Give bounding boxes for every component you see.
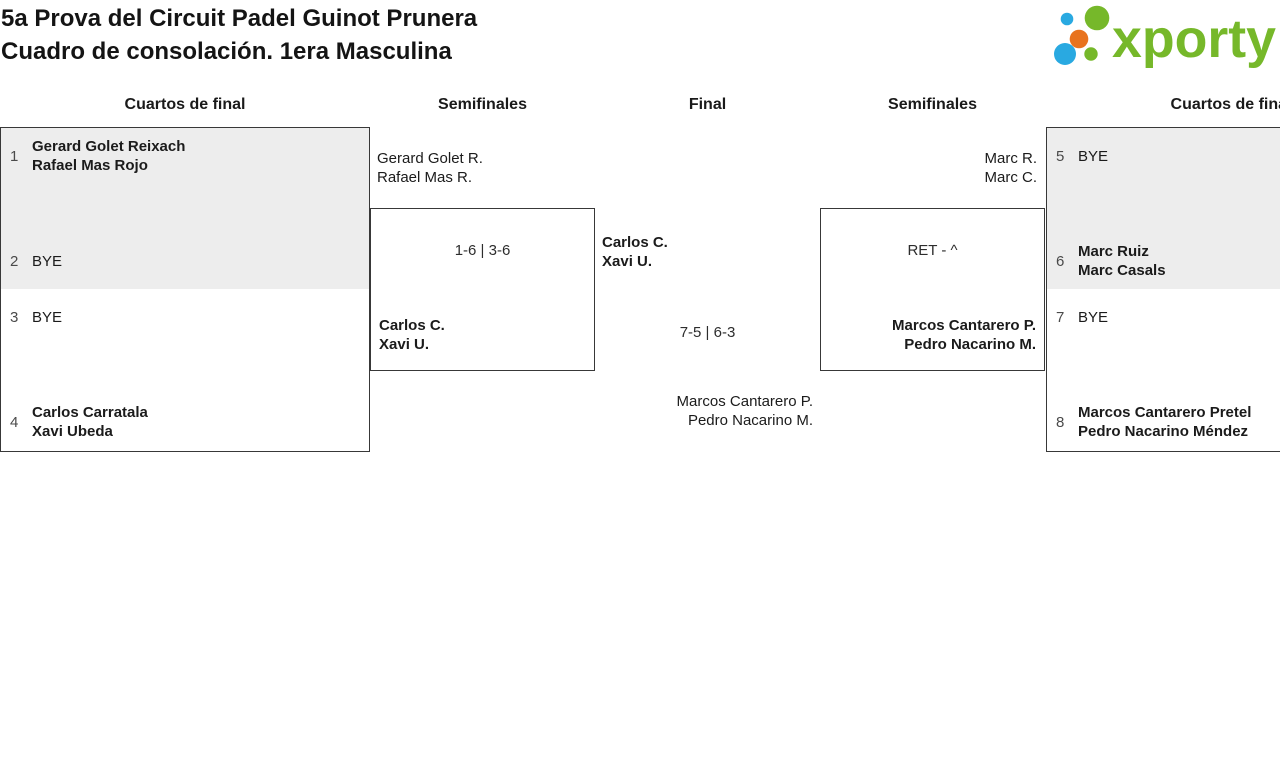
left-sf-bottom-team: Carlos C. Xavi U.	[379, 316, 445, 354]
entrant-row: 4 Carlos Carratala Xavi Ubeda	[10, 400, 360, 444]
team-name-line1: Marcos Cantarero Pretel	[1078, 404, 1252, 421]
entrant-row: 7 BYE	[1056, 295, 1280, 339]
match-score: RET - ^	[907, 242, 958, 259]
match-score: 1-6 | 3-6	[454, 242, 511, 259]
entrant-row: 1 Gerard Golet Reixach Rafael Mas Rojo	[10, 134, 360, 178]
round-header-final: Final	[688, 96, 727, 113]
team-name: BYE	[32, 252, 62, 271]
team-name: Gerard Golet Reixach Rafael Mas Rojo	[32, 137, 185, 175]
team-name-line2: Marc Casals	[1078, 262, 1166, 279]
team-name: BYE	[1078, 308, 1108, 327]
logo-dot-blue-large	[1054, 43, 1076, 65]
round-header-right-semifinals: Semifinales	[888, 96, 977, 113]
entrant-row: 3 BYE	[10, 295, 360, 339]
team-name-line1: Marc R.	[984, 150, 1038, 167]
team-name: BYE	[1078, 147, 1108, 166]
team-name: Carlos Carratala Xavi Ubeda	[32, 403, 148, 441]
match-box-right-qf-2: 7 BYE 8 Marcos Cantarero Pretel Pedro Na…	[1046, 289, 1280, 452]
seed-number: 5	[1056, 147, 1065, 165]
seed-number: 4	[10, 413, 19, 431]
team-name-line1: Gerard Golet Reixach	[32, 138, 186, 155]
match-box-left-qf-2: 3 BYE 4 Carlos Carratala Xavi Ubeda	[0, 289, 370, 452]
team-name-line1: Carlos C.	[379, 317, 445, 334]
team-name-line2: Marc C.	[984, 169, 1038, 186]
team-name-line2: Xavi U.	[602, 253, 653, 270]
xporty-logo[interactable]: xporty	[1048, 0, 1280, 72]
left-sf-top-team: Gerard Golet R. Rafael Mas R.	[377, 149, 483, 187]
team-name: Marcos Cantarero Pretel Pedro Nacarino M…	[1078, 403, 1251, 441]
team-name-line1: BYE	[32, 252, 63, 270]
match-box-right-sf: RET - ^ Marcos Cantarero P. Pedro Nacari…	[820, 208, 1045, 371]
team-name-line1: Marcos Cantarero P.	[676, 393, 813, 410]
team-name-line2: Xavi Ubeda	[32, 423, 113, 440]
match-box-right-qf-1: 5 BYE 6 Marc Ruiz Marc Casals	[1046, 127, 1280, 290]
final-match-score: 7-5 | 6-3	[679, 324, 736, 341]
entrant-row: 5 BYE	[1056, 134, 1280, 178]
team-name-line1: Marc Ruiz	[1078, 243, 1149, 260]
final-top-team: Carlos C. Xavi U.	[602, 233, 668, 271]
match-box-left-qf-1: 1 Gerard Golet Reixach Rafael Mas Rojo 2…	[0, 127, 370, 290]
team-name-line1: BYE	[32, 308, 63, 326]
seed-number: 6	[1056, 252, 1065, 270]
right-sf-top-team: Marc R. Marc C.	[820, 149, 1038, 187]
team-name-line1: BYE	[1078, 147, 1109, 165]
team-name-line2: Pedro Nacarino M.	[687, 412, 813, 429]
page-title-line2: Cuadro de consolación. 1era Masculina	[1, 38, 452, 65]
round-header-right-quarterfinals: Cuartos de final	[1170, 96, 1280, 113]
logo-dot-orange	[1069, 29, 1089, 49]
logo-wordmark: xporty	[1112, 9, 1276, 69]
team-name-line1: Marcos Cantarero P.	[892, 317, 1036, 334]
team-name-line2: Pedro Nacarino Méndez	[1078, 423, 1249, 440]
team-name-line2: Xavi U.	[379, 336, 430, 353]
seed-number: 8	[1056, 413, 1065, 431]
team-name: Marc Ruiz Marc Casals	[1078, 242, 1166, 280]
team-name-line1: Carlos C.	[602, 234, 668, 251]
right-sf-bottom-team: Marcos Cantarero P. Pedro Nacarino M.	[892, 316, 1036, 354]
seed-number: 7	[1056, 308, 1065, 326]
entrant-row: 8 Marcos Cantarero Pretel Pedro Nacarino…	[1056, 400, 1280, 444]
team-name-line1: Carlos Carratala	[32, 404, 148, 421]
logo-dot-blue-small	[1060, 12, 1074, 26]
entrant-row: 6 Marc Ruiz Marc Casals	[1056, 239, 1280, 283]
match-box-left-sf: 1-6 | 3-6 Carlos C. Xavi U.	[370, 208, 595, 371]
seed-number: 1	[10, 147, 19, 165]
team-name-line1: BYE	[1078, 308, 1109, 326]
team-name: BYE	[32, 308, 62, 327]
logo-dot-green-large	[1084, 5, 1110, 31]
seed-number: 3	[10, 308, 19, 326]
page-title: 5a Prova del Circuit Padel Guinot Pruner…	[1, 2, 477, 68]
team-name-line1: Gerard Golet R.	[377, 150, 483, 167]
final-bottom-team: Marcos Cantarero P. Pedro Nacarino M.	[595, 392, 813, 430]
team-name-line2: Rafael Mas Rojo	[32, 157, 148, 174]
page-title-line1: 5a Prova del Circuit Padel Guinot Pruner…	[1, 5, 478, 32]
entrant-row: 2 BYE	[10, 239, 360, 283]
round-header-left-semifinals: Semifinales	[438, 96, 527, 113]
logo-dot-green-small	[1084, 47, 1098, 61]
round-header-left-quarterfinals: Cuartos de final	[124, 96, 246, 113]
seed-number: 2	[10, 252, 19, 270]
team-name-line2: Pedro Nacarino M.	[904, 336, 1036, 353]
team-name-line2: Rafael Mas R.	[377, 169, 473, 186]
